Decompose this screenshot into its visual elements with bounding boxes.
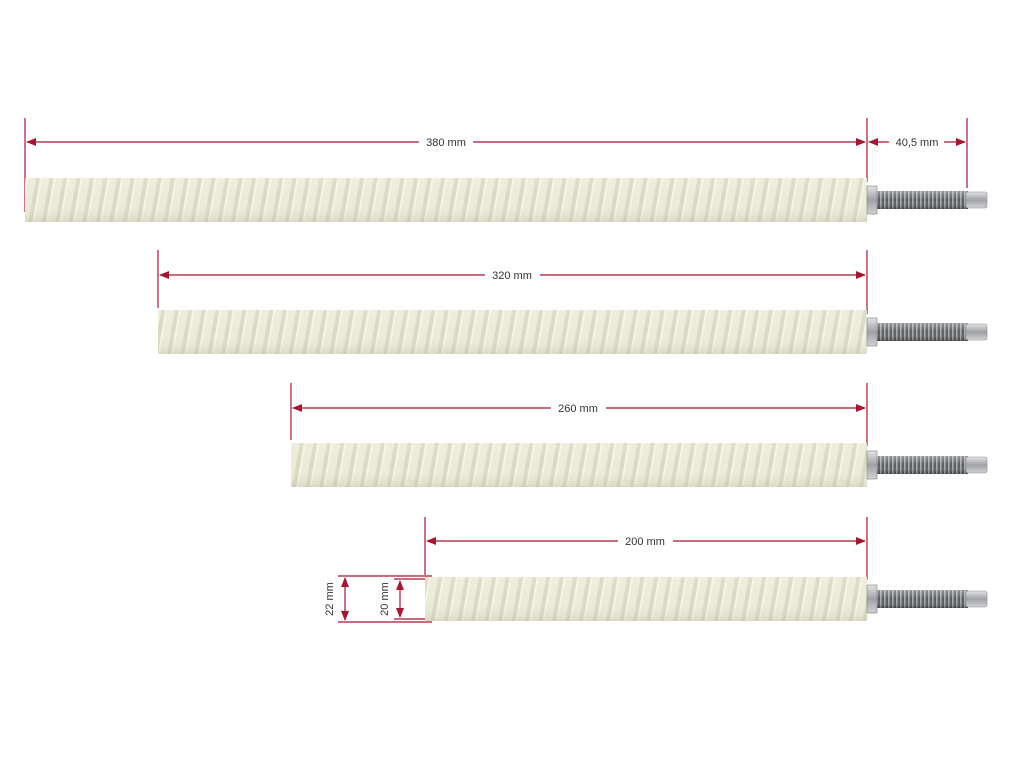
terminal-tip bbox=[965, 323, 988, 341]
rod-260-dimension: 260 mm bbox=[290, 383, 868, 446]
nut bbox=[866, 317, 878, 347]
ceramic-shading bbox=[25, 178, 867, 222]
terminal-tip bbox=[965, 590, 988, 608]
rod-200 bbox=[425, 577, 988, 621]
rod-380 bbox=[25, 178, 988, 222]
rod-320 bbox=[158, 310, 988, 354]
ceramic-shading bbox=[291, 443, 867, 487]
length-label: 380 mm bbox=[426, 137, 466, 149]
rod-200-diameter-dimensions: 22 mm 20 mm bbox=[324, 575, 432, 623]
tip-length-label: 40,5 mm bbox=[896, 137, 939, 149]
terminal-tip bbox=[965, 191, 988, 209]
ceramic-shading bbox=[158, 310, 867, 354]
rod-380-dimension: 380 mm 40,5 mm bbox=[24, 118, 968, 212]
ceramic-shading bbox=[425, 577, 867, 621]
rod-200-dimension: 200 mm bbox=[424, 517, 868, 580]
rod-260 bbox=[291, 443, 988, 487]
rod-320-dimension: 320 mm bbox=[157, 250, 868, 314]
nut bbox=[866, 450, 878, 480]
length-label: 260 mm bbox=[558, 403, 598, 415]
bolt-shading bbox=[877, 323, 968, 341]
bolt-shading bbox=[877, 590, 968, 608]
length-label: 320 mm bbox=[492, 270, 532, 282]
terminal-tip bbox=[965, 456, 988, 474]
inner-diameter-label: 20 mm bbox=[379, 582, 391, 616]
bolt-shading bbox=[877, 191, 968, 209]
nut bbox=[866, 584, 878, 614]
nut bbox=[866, 185, 878, 215]
bolt-shading bbox=[877, 456, 968, 474]
outer-diameter-label: 22 mm bbox=[324, 582, 336, 616]
length-label: 200 mm bbox=[625, 536, 665, 548]
